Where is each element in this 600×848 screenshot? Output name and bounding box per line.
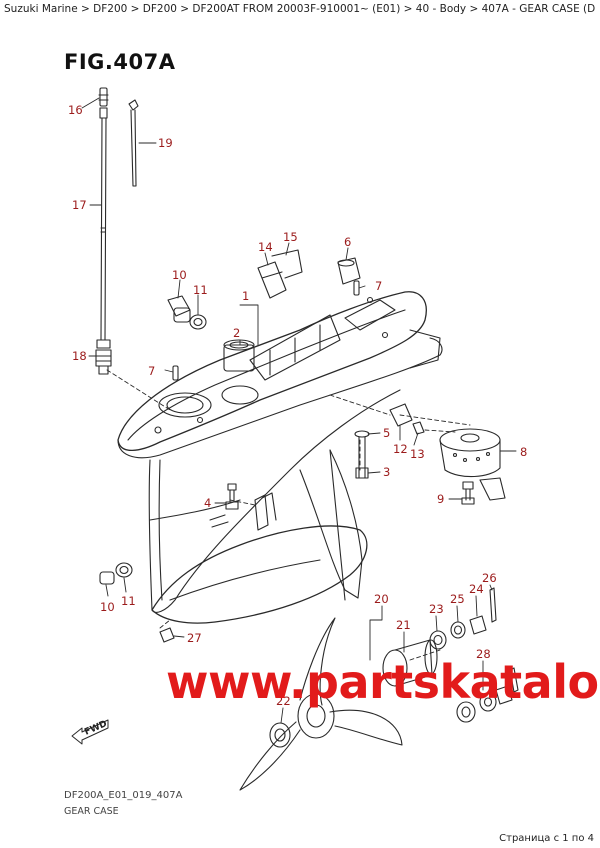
zinc-anode: [439, 428, 506, 501]
fwd-label: FWD: [83, 719, 109, 738]
figure-name: GEAR CASE: [64, 806, 119, 817]
part-label-28[interactable]: 28: [476, 647, 491, 661]
part-label-16[interactable]: 16: [68, 103, 83, 117]
figure-title: FIG.407A: [64, 50, 176, 74]
part-label-8[interactable]: 8: [520, 445, 527, 459]
part-label-10-lower[interactable]: 10: [100, 600, 115, 614]
part-label-25[interactable]: 25: [450, 592, 465, 606]
part-label-9[interactable]: 9: [437, 492, 444, 506]
cable-tie: [128, 99, 139, 187]
clips-and-cap: [257, 249, 361, 299]
drive-shaft-rod: [95, 87, 112, 375]
page-indicator: Страница с 1 по 4: [499, 833, 594, 844]
part-label-14[interactable]: 14: [258, 240, 273, 254]
part-label-6[interactable]: 6: [344, 235, 351, 249]
part-label-15[interactable]: 15: [283, 230, 298, 244]
gear-case-housing: [117, 291, 443, 624]
figure-code: DF200A_E01_019_407A: [64, 790, 183, 801]
part-label-19[interactable]: 19: [158, 136, 173, 150]
part-label-10-upper[interactable]: 10: [172, 268, 187, 282]
part-label-12[interactable]: 12: [393, 442, 408, 456]
part-label-17[interactable]: 17: [72, 198, 87, 212]
breadcrumb: Suzuki Marine > DF200 > DF200 > DF200AT …: [4, 3, 596, 15]
part-label-26[interactable]: 26: [482, 571, 497, 585]
part-label-11-lower[interactable]: 11: [121, 594, 136, 608]
part-label-11-upper[interactable]: 11: [193, 283, 208, 297]
part-label-27[interactable]: 27: [187, 631, 202, 645]
part-label-20[interactable]: 20: [374, 592, 389, 606]
part-label-18[interactable]: 18: [72, 349, 87, 363]
part-label-3[interactable]: 3: [383, 465, 390, 479]
part-label-2[interactable]: 2: [233, 326, 240, 340]
propeller: [239, 617, 403, 791]
propeller-shaft-parts: [269, 587, 519, 748]
part-label-21[interactable]: 21: [396, 618, 411, 632]
part-label-7-left[interactable]: 7: [148, 364, 155, 378]
part-label-13[interactable]: 13: [410, 447, 425, 461]
part-label-7-right[interactable]: 7: [375, 279, 382, 293]
part-label-4[interactable]: 4: [204, 496, 211, 510]
fwd-arrow: [71, 719, 109, 745]
part-label-24[interactable]: 24: [469, 582, 484, 596]
part-label-1[interactable]: 1: [242, 289, 249, 303]
part-callouts: 16 17 18 19 10 11 7 1 2 14 15 6 7 5 12 1…: [68, 103, 527, 708]
part-label-22[interactable]: 22: [276, 694, 291, 708]
part-label-23[interactable]: 23: [429, 602, 444, 616]
watermark: www.partskatalog.ru: [166, 655, 600, 709]
part-label-5[interactable]: 5: [383, 426, 390, 440]
